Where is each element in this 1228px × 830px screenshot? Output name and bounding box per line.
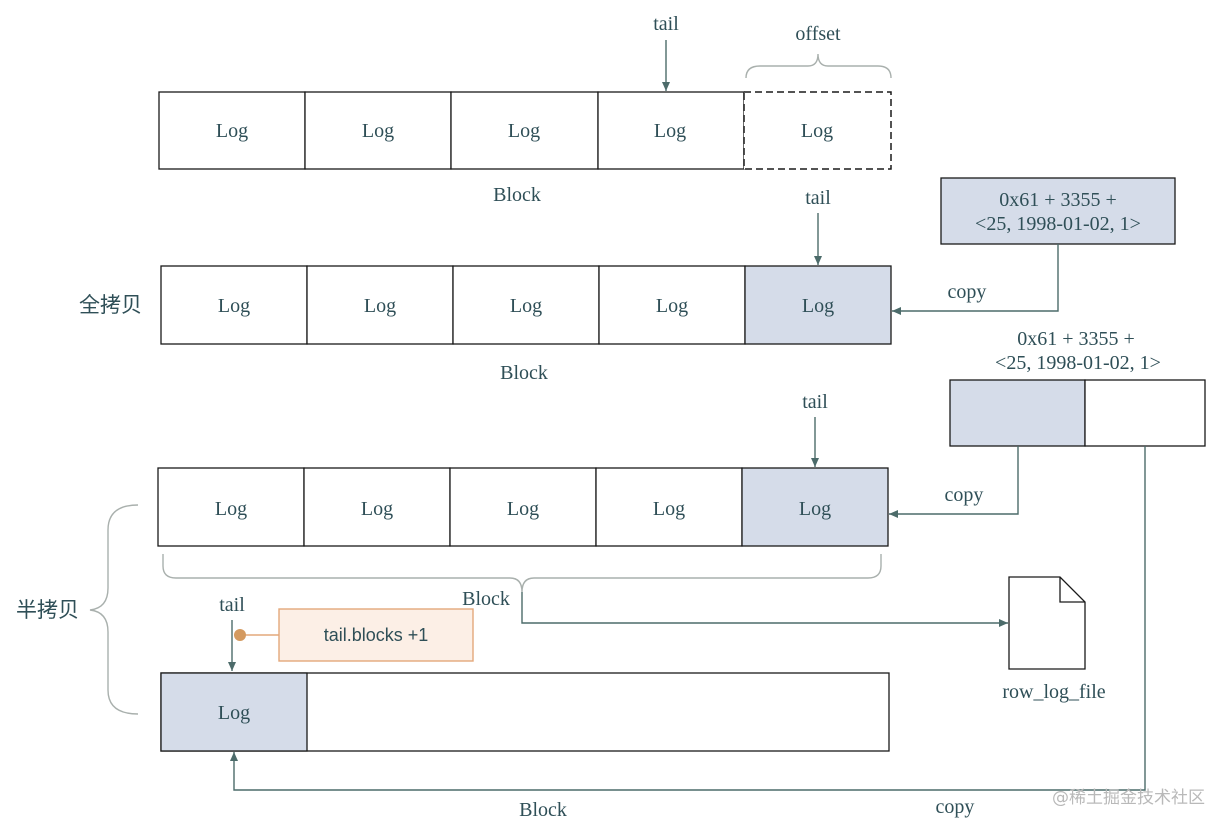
half-copy-source-filled (949, 379, 1086, 447)
row3-cell-label: Log (799, 498, 831, 520)
row1-cell-label: Log (216, 120, 248, 142)
row4-copy-arrow (230, 446, 1146, 791)
row3-cell-1 (157, 467, 305, 547)
row4-cell-label: Log (218, 702, 250, 724)
full-copy-label: 全拷贝 (79, 293, 142, 317)
row-log-file-label: row_log_file (1002, 681, 1105, 703)
row2-cell-label: Log (656, 295, 688, 317)
full-copy-source-line1: 0x61 + 3355 + (999, 189, 1117, 211)
row1-cell-label: Log (362, 120, 394, 142)
offset-brace (745, 53, 892, 79)
tail-note-text: tail.blocks +1 (324, 625, 429, 645)
row1-cell-4 (597, 91, 745, 170)
row3-cell-label: Log (215, 498, 247, 520)
watermark: @稀土掘金技术社区 (1052, 788, 1205, 808)
row2-cell-4 (598, 265, 746, 345)
half-copy-label: 半拷贝 (16, 598, 79, 622)
note-anchor-dot (234, 629, 246, 641)
row3-cell-label: Log (361, 498, 393, 520)
row2-tail-label: tail (805, 187, 831, 209)
row2-cell-label: Log (802, 295, 834, 317)
row4-filled-cell (160, 672, 308, 752)
row3-tail-label: tail (802, 391, 828, 413)
half-copy-source-line2: <25, 1998-01-02, 1> (995, 352, 1161, 374)
row4-block: Log (160, 672, 890, 752)
full-copy-label-copy: copy (948, 281, 987, 303)
row2-cell-label: Log (510, 295, 542, 317)
row1-block-label: Block (493, 184, 541, 206)
row1-cell-1 (158, 91, 306, 170)
row3-cell-4 (595, 467, 743, 547)
row3-cell-2 (303, 467, 451, 547)
row1-block: Log Log Log Log Log (158, 91, 892, 170)
row1-cell-label: Log (654, 120, 686, 142)
full-copy-source-box (940, 177, 1176, 245)
half-copy-source-line1: 0x61 + 3355 + (1017, 328, 1135, 350)
row2-filled-cell (744, 265, 892, 345)
row2-cell-label: Log (364, 295, 396, 317)
row3-filled-cell (741, 467, 889, 547)
file-icon (1008, 576, 1086, 670)
row1-cell-2 (304, 91, 452, 170)
row3-cell-label: Log (507, 498, 539, 520)
row1-offset-cell (743, 91, 892, 170)
row2-cell-label: Log (218, 295, 250, 317)
row4-tail-label: tail (219, 594, 245, 616)
row1-tail-label: tail (653, 13, 679, 35)
half-copy-source-empty (1084, 379, 1206, 447)
to-row-log-file-arrow (521, 592, 1008, 627)
row2-block-label: Block (500, 362, 548, 384)
row3-block: Log Log Log Log Log (157, 467, 889, 547)
full-copy-arrow (892, 244, 1059, 315)
row3-cell-3 (449, 467, 597, 547)
row3-block-label: Block (462, 588, 510, 610)
half-copy-brace (89, 504, 139, 715)
half-copy-label-copy: copy (945, 484, 984, 506)
row3-cell-label: Log (653, 498, 685, 520)
half-copy-arrow (889, 446, 1019, 518)
tail-note-box (278, 608, 474, 662)
row1-cell-label: Log (508, 120, 540, 142)
row2-cell-2 (306, 265, 454, 345)
row1-cell-3 (450, 91, 599, 170)
row2-cell-1 (160, 265, 308, 345)
row2-block: Log Log Log Log Log (160, 265, 892, 345)
row4-copy-label: copy (936, 796, 975, 818)
row2-cell-3 (452, 265, 600, 345)
row4-block-label: Block (519, 799, 567, 821)
full-copy-source-line2: <25, 1998-01-02, 1> (975, 213, 1141, 235)
row1-cell-label: Log (801, 120, 833, 142)
row3-block-brace (162, 554, 882, 593)
offset-label: offset (795, 23, 841, 45)
